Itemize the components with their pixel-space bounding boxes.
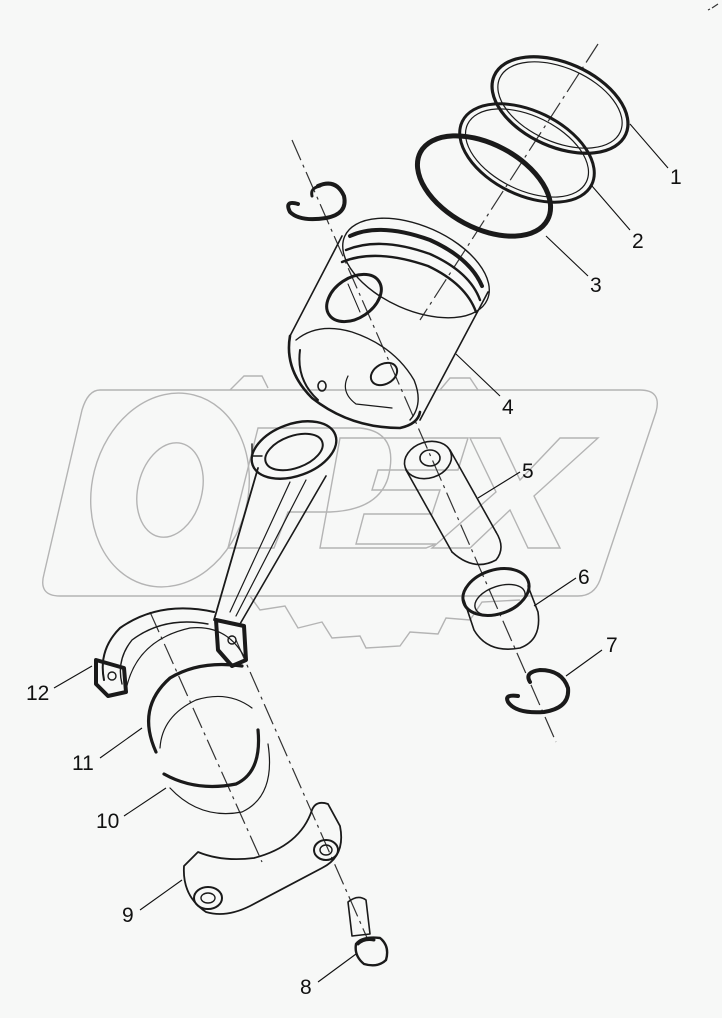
connecting-rod-bolt xyxy=(347,896,389,967)
pin-axis-line xyxy=(291,139,557,743)
piston-pin xyxy=(403,440,502,566)
watermark-gear-top xyxy=(229,375,479,391)
watermark-letter-o-inner xyxy=(136,442,204,538)
callout-labels: 1 2 3 4 5 6 7 8 9 10 11 12 xyxy=(26,166,682,999)
leader-lines xyxy=(53,123,669,983)
callout-10: 10 xyxy=(96,810,119,833)
callout-12: 12 xyxy=(26,682,49,705)
watermark-letter-p xyxy=(227,427,392,549)
callout-7: 7 xyxy=(606,634,618,657)
crank-axis-line xyxy=(149,611,263,863)
watermark-gear-bottom xyxy=(249,595,521,649)
corner-mark xyxy=(707,3,719,11)
piston-axis-line xyxy=(419,43,599,321)
leader-12 xyxy=(53,665,93,689)
watermark-letter-e xyxy=(319,437,469,549)
leader-4 xyxy=(455,353,501,397)
watermark-badge xyxy=(42,389,658,597)
leader-6 xyxy=(533,577,577,607)
callout-3: 3 xyxy=(590,274,602,297)
bearing-shell-lower xyxy=(162,728,271,815)
small-end-bushing xyxy=(461,567,540,650)
watermark-letter-x xyxy=(430,437,600,549)
watermark-letter-o-outer xyxy=(89,392,251,588)
piston-pin-circlip-upper xyxy=(286,181,347,222)
connecting-rod xyxy=(94,420,338,698)
leader-10 xyxy=(123,787,167,817)
callout-11: 11 xyxy=(72,752,94,775)
bolt-axis-line xyxy=(235,639,369,941)
leader-1 xyxy=(629,123,669,169)
piston-ring-second xyxy=(458,102,596,204)
leader-7 xyxy=(565,649,603,677)
leader-9 xyxy=(139,879,183,911)
leader-2 xyxy=(591,185,631,231)
connecting-rod-cap xyxy=(183,801,343,915)
piston xyxy=(287,217,490,430)
piston-ring-top xyxy=(490,55,630,155)
leader-8 xyxy=(317,953,357,983)
retaining-circlip xyxy=(505,668,571,715)
leader-5 xyxy=(477,471,521,499)
callout-1: 1 xyxy=(670,166,682,189)
leader-11 xyxy=(99,727,143,759)
callout-8: 8 xyxy=(300,976,312,999)
callout-6: 6 xyxy=(578,566,590,589)
callout-2: 2 xyxy=(632,230,644,253)
leader-3 xyxy=(545,235,589,277)
watermark-logo xyxy=(42,375,658,649)
callout-4: 4 xyxy=(502,396,514,419)
piston-ring-oil xyxy=(414,133,554,239)
bearing-shell-upper xyxy=(147,662,253,754)
callout-9: 9 xyxy=(122,904,134,927)
callout-5: 5 xyxy=(522,460,534,483)
